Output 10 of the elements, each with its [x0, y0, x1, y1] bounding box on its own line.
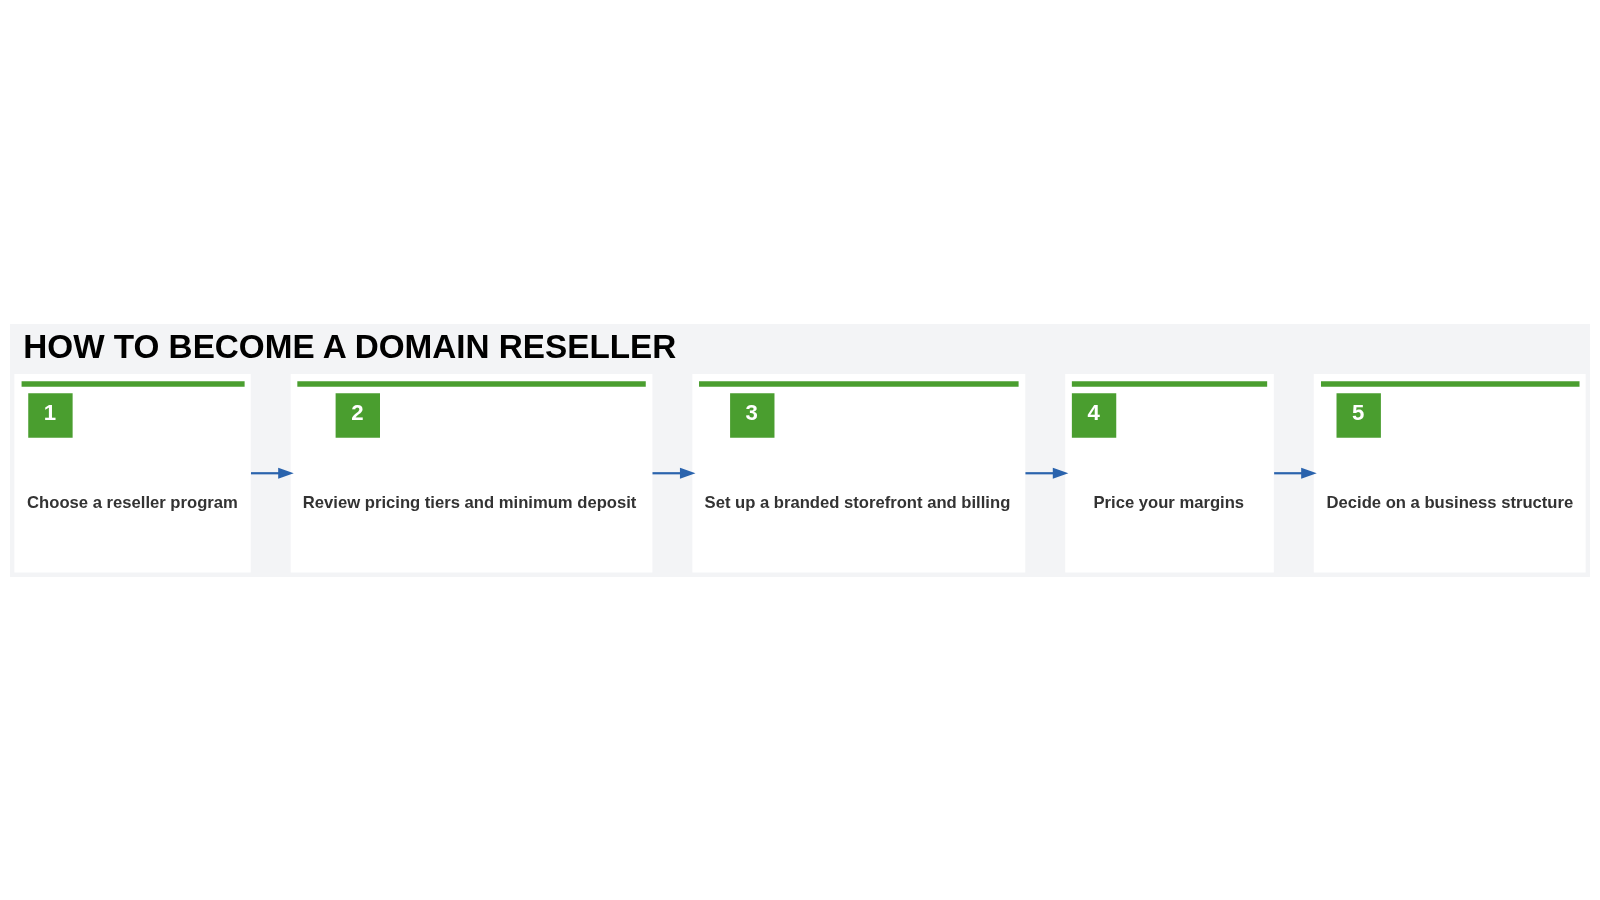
node-box: 5 Decide on a business structure [1313, 373, 1586, 573]
arrow [1274, 467, 1317, 479]
node-box: 1 Choose a reseller program [14, 373, 251, 573]
arrow [652, 467, 696, 479]
node-box: 4 Price your margins [1065, 373, 1274, 573]
arrow [1025, 467, 1069, 479]
diagram-title: HOW TO BECOME A DOMAIN RESELLER [23, 327, 677, 365]
node-box: 2 Review pricing tiers and minimum deposit [290, 373, 653, 573]
arrow [250, 467, 294, 479]
node-box: 3 Set up a branded storefront and billing [692, 373, 1026, 573]
